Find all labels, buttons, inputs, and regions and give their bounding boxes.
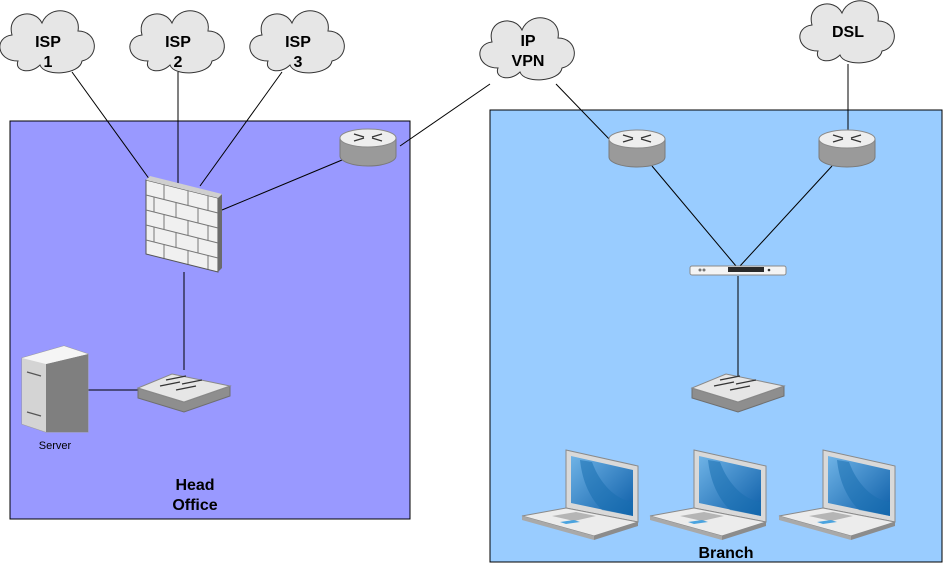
isp2-cloud-icon — [129, 10, 225, 74]
connection-lines — [71, 64, 849, 391]
ipvpn-cloud-icon — [479, 17, 575, 81]
branch-hub-icon — [689, 265, 787, 276]
firewall-icon — [145, 176, 222, 273]
head-office-router-icon — [339, 128, 397, 167]
branch-switch-icon — [690, 373, 786, 413]
isp3-cloud-icon — [249, 10, 345, 74]
link-isp3-firewall — [199, 71, 283, 187]
link-firewall-router — [221, 159, 343, 211]
head-office-zone — [9, 120, 411, 520]
laptop-icon — [778, 449, 896, 540]
link-branch-router1-hub — [651, 165, 737, 267]
link-isp1-firewall — [71, 71, 151, 181]
link-ipvpn-branch-router — [555, 83, 613, 143]
branch-router-vpn-icon — [608, 129, 666, 168]
head-office-switch-icon — [136, 373, 232, 413]
laptop-icon — [521, 449, 639, 540]
branch-router-dsl-icon — [818, 129, 876, 168]
laptop-icon — [649, 449, 767, 540]
dsl-cloud-icon — [799, 0, 895, 64]
link-router-ipvpn — [399, 83, 491, 147]
link-branch-router2-hub — [739, 165, 833, 267]
server-icon — [21, 345, 89, 433]
isp1-cloud-icon — [0, 10, 95, 74]
